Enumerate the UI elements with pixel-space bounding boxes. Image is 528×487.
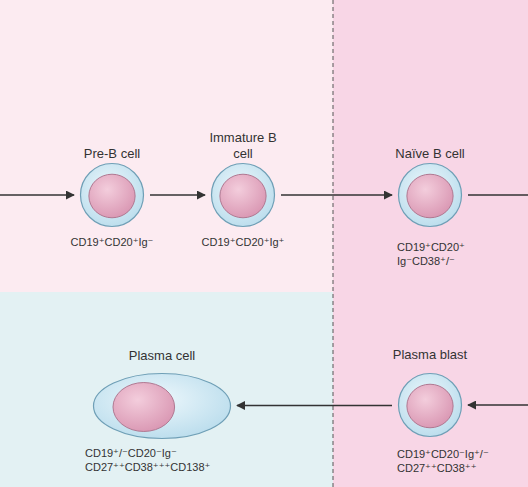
cell-nucleus xyxy=(407,384,453,428)
flow-arrow xyxy=(150,194,205,196)
marker-phenotype: CD19⁺CD20⁺Ig⁺ xyxy=(188,236,298,250)
cell-name: Naïve B cell xyxy=(380,146,480,162)
cell-name: Immature B cell xyxy=(203,130,283,163)
cell-nucleus xyxy=(407,174,453,218)
background-band xyxy=(0,292,333,487)
cell-node: Plasma cellCD19⁺/⁻CD20⁻Ig⁻ CD27⁺⁺CD38⁺⁺⁺… xyxy=(92,372,232,440)
cell-shape xyxy=(92,372,232,440)
outgoing-line xyxy=(468,194,528,196)
incoming-arrow xyxy=(468,404,528,406)
cell-shape xyxy=(397,162,463,228)
cell-node: Immature B cellCD19⁺CD20⁺Ig⁺ xyxy=(210,162,276,228)
cell-shape xyxy=(79,162,145,228)
cell-name: Plasma blast xyxy=(380,347,480,363)
marker-phenotype: CD19⁺CD20⁺Ig⁻ xyxy=(57,236,167,250)
cell-node: Pre-B cellCD19⁺CD20⁺Ig⁻ xyxy=(79,162,145,228)
marker-phenotype: CD19⁺CD20⁺ Ig⁻CD38⁺/⁻ xyxy=(397,241,492,269)
cell-membrane xyxy=(399,164,462,227)
cell-node: Naïve B cellCD19⁺CD20⁺ Ig⁻CD38⁺/⁻ xyxy=(397,162,463,228)
cell-nucleus xyxy=(89,174,135,218)
flow-arrow xyxy=(237,405,392,407)
cell-shape xyxy=(397,372,463,438)
marker-phenotype: CD19⁺/⁻CD20⁻Ig⁻ CD27⁺⁺CD38⁺⁺⁺CD138⁺ xyxy=(85,447,235,475)
divider-line xyxy=(333,0,334,487)
cell-shape xyxy=(210,162,276,228)
cell-membrane xyxy=(81,164,144,227)
cell-membrane xyxy=(399,374,462,437)
incoming-arrow xyxy=(0,194,74,196)
background-band xyxy=(0,0,333,292)
cell-membrane xyxy=(94,374,231,439)
cell-nucleus xyxy=(113,383,175,432)
cell-name: Plasma cell xyxy=(102,348,222,364)
cell-membrane xyxy=(212,164,275,227)
cell-nucleus xyxy=(220,174,266,218)
background-band xyxy=(333,0,528,487)
flow-arrow xyxy=(281,194,392,196)
marker-phenotype: CD19⁺CD20⁻Ig⁺/⁻ CD27⁺⁺CD38⁺⁺ xyxy=(397,448,512,476)
cell-node: Plasma blastCD19⁺CD20⁻Ig⁺/⁻ CD27⁺⁺CD38⁺⁺ xyxy=(397,372,463,438)
cell-name: Pre-B cell xyxy=(62,146,162,162)
